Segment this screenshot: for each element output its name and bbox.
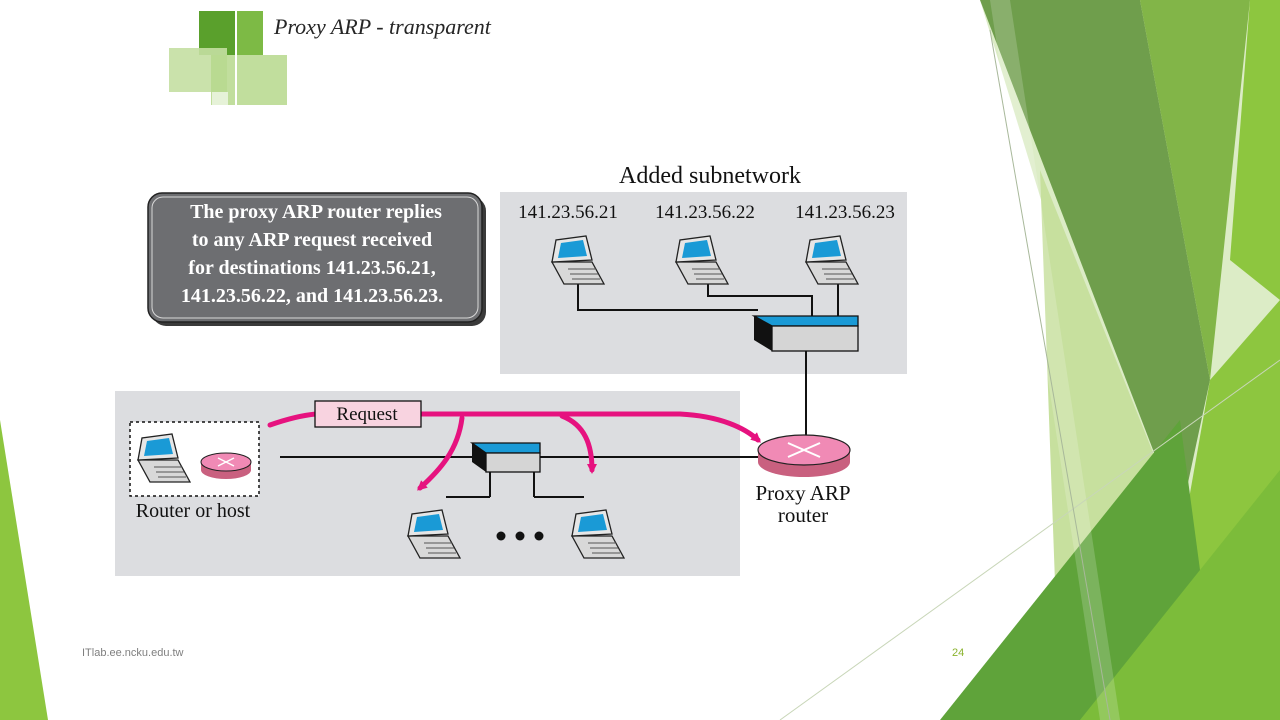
router-icon <box>200 452 252 479</box>
callout-line: The proxy ARP router replies <box>190 201 442 223</box>
subnet-switch-icon <box>751 315 859 352</box>
proxy-arp-router-icon <box>757 434 851 477</box>
ellipsis-dots <box>496 531 544 541</box>
page-number: 24 <box>952 647 965 659</box>
callout-line: 141.23.56.22, and 141.23.56.23. <box>181 285 443 307</box>
request-label-box <box>314 400 422 428</box>
request-label: Request <box>336 404 398 425</box>
callout-line: for destinations 141.23.56.21, <box>188 257 435 279</box>
slide-title: Proxy ARP - transparent <box>274 14 491 39</box>
footer-site: ITlab.ee.ncku.edu.tw <box>82 647 184 659</box>
request-arrows <box>267 411 761 491</box>
proxy-arp-router-label: Proxy ARP <box>755 481 850 505</box>
proxy-arp-router-label: router <box>778 503 828 527</box>
ip-label-21: 141.23.56.21 <box>518 202 618 223</box>
ip-label-23: 141.23.56.23 <box>795 202 895 223</box>
router-or-host-label: Router or host <box>136 500 251 522</box>
ip-label-22: 141.23.56.22 <box>655 202 755 223</box>
callout-box: The proxy ARP router replies to any ARP … <box>147 192 486 326</box>
added-subnet-label: Added subnetwork <box>619 163 801 189</box>
callout-line: to any ARP request received <box>192 229 432 251</box>
lan-switch-icon <box>469 442 541 473</box>
